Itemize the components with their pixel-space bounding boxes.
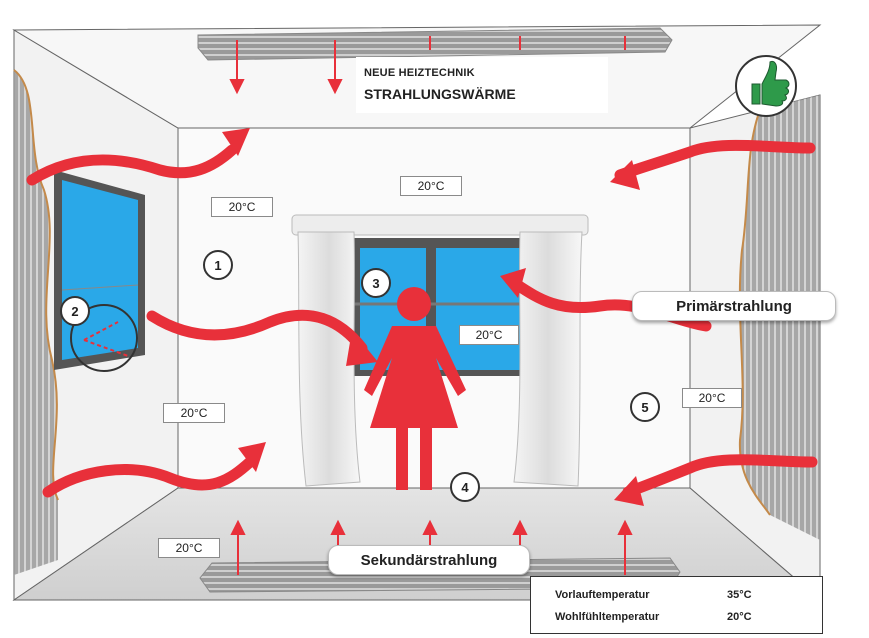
left-window — [54, 170, 145, 370]
temp-label-back-wall: 20°C — [211, 197, 273, 217]
floor-radiation-arrows — [230, 519, 633, 575]
header-title-box: NEUE HEIZTECHNIK STRAHLUNGSWÄRME — [356, 57, 608, 113]
wave-arrow-to-person — [146, 309, 368, 354]
arrow-heads — [222, 128, 644, 506]
thumbs-up-icon — [735, 55, 797, 117]
wave-arrow-bottom-right — [622, 454, 818, 498]
marker-1: 1 — [203, 250, 233, 280]
temp-label-window: 20°C — [459, 325, 519, 345]
comfort-temperature-value: 20°C — [727, 611, 752, 623]
person-figure — [364, 287, 466, 490]
marker-5: 5 — [630, 392, 660, 422]
temperature-info-box: Vorlauftemperatur 35°C Wohlfühltemperatu… — [530, 576, 823, 634]
primary-radiation-label: Primärstrahlung — [632, 291, 836, 321]
flow-temperature-label: Vorlauftemperatur — [555, 589, 650, 601]
left-wall-panel — [13, 69, 59, 575]
secondary-radiation-label: Sekundärstrahlung — [328, 545, 530, 575]
marker-3: 3 — [361, 268, 391, 298]
header-subtitle: NEUE HEIZTECHNIK — [364, 67, 475, 79]
marker-4: 4 — [450, 472, 480, 502]
header-title: STRAHLUNGSWÄRME — [364, 86, 516, 102]
detail-circle — [70, 304, 138, 372]
marker-2: 2 — [60, 296, 90, 326]
temp-label-right-wall: 20°C — [682, 388, 742, 408]
detail-arrows — [83, 321, 129, 357]
comfort-temperature-label: Wohlfühltemperatur — [555, 611, 660, 623]
wave-arrow-bottom-left — [42, 456, 256, 498]
wave-arrow-top-left — [26, 144, 238, 186]
ceiling-radiation-arrows — [229, 36, 626, 95]
wave-arrow-top-right — [614, 139, 816, 181]
temp-label-left-wall: 20°C — [163, 403, 225, 423]
ceiling-panel — [197, 27, 673, 61]
flow-temperature-value: 35°C — [727, 589, 752, 601]
temp-label-ceiling: 20°C — [400, 176, 462, 196]
temp-label-floor: 20°C — [158, 538, 220, 558]
